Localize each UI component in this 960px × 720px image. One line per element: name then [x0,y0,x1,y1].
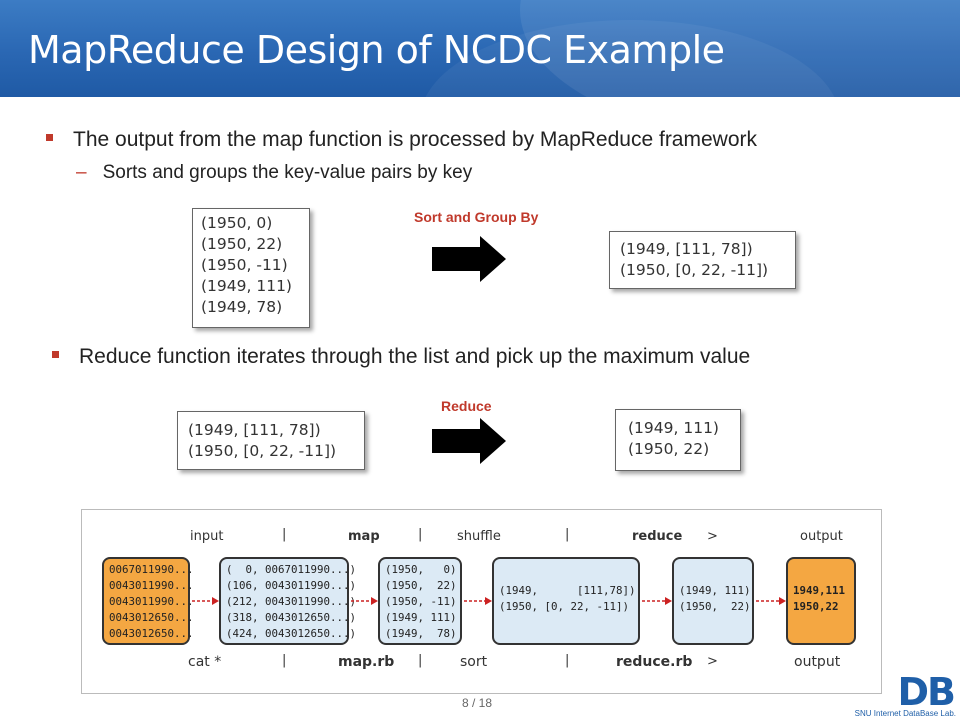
command-label-cat: cat * [188,654,222,670]
record-line: 0043012650... [109,611,194,624]
record-line: (1949, [111,78]) [499,584,636,597]
record-line: (424, 0043012650...) [226,627,357,640]
pair-line: (1950, [0, 22, -11]) [188,442,337,460]
page-number: 8 / 18 [462,696,493,710]
arrowhead-icon [485,597,492,605]
sort-arrow-label: Sort and Group By [414,209,539,225]
pipeline-diagram: input | map | shuffle | reduce > output … [81,509,882,694]
record-line: (106, 0043011990...) [226,579,357,592]
stage-label-reduce: reduce [632,529,683,544]
pair-line: (1949, [111, 78]) [188,421,321,439]
grouped-pairs-box: (1949, [111,78]) (1950, [0, 22, -11]) [492,557,640,645]
pair-line: (1949, [111, 78]) [620,240,753,258]
slide-title: MapReduce Design of NCDC Example [28,28,725,72]
separator: | [418,527,423,542]
record-line: (212, 0043011990...) [226,595,357,608]
record-line: (1950, 22) [679,600,751,613]
pair-line: (1950, 22) [201,235,283,253]
header-decoration [520,0,960,97]
record-line: 0043012650... [109,627,194,640]
record-line: (1950, -11) [385,595,457,608]
separator: > [707,654,718,669]
sub-bullet-sort: –Sorts and groups the key-value pairs by… [76,162,472,184]
record-line: 0043011990... [109,595,194,608]
map-output-box: (1950, 0) (1950, 22) (1950, -11) (1949, … [192,208,310,328]
input-records-box: 0067011990... 0043011990... 0043011990..… [102,557,194,645]
bullet-square-icon [46,133,53,141]
arrowhead-icon [779,597,786,605]
reduce-input-box: (1949, [111, 78]) (1950, [0, 22, -11]) [177,411,365,470]
bullet-text: Reduce function iterates through the lis… [79,345,751,368]
logo-lab-name: SNU Internet DataBase Lab. [854,709,956,718]
reduce-output-box: (1949, 111) (1950, 22) [615,409,741,471]
arrowhead-icon [371,597,378,605]
stage-label-shuffle: shuffle [457,529,501,544]
record-line: (318, 0043012650...) [226,611,357,624]
separator: | [418,653,423,668]
record-line: (1949, 78) [385,627,457,640]
command-label-sort: sort [460,654,488,670]
record-line: (1950, 22) [385,579,457,592]
title-bar: MapReduce Design of NCDC Example [0,0,960,97]
pair-line: (1950, 0) [201,214,273,232]
command-label-output: output [794,654,841,670]
reduce-output-records-box: (1949, 111) (1950, 22) [672,557,754,645]
stage-label-input: input [190,529,224,544]
arrowhead-icon [212,597,219,605]
pair-line: (1950, [0, 22, -11]) [620,261,769,279]
pair-line: (1949, 111) [628,419,719,437]
stage-label-map: map [348,529,380,544]
record-line: (1950, [0, 22, -11]) [499,600,630,613]
record-line: 1949,111 [793,584,846,597]
record-line: 0043011990... [109,579,194,592]
lab-logo: DB SNU Internet DataBase Lab. [848,668,960,720]
bullet-reduce: Reduce function iterates through the lis… [52,345,750,369]
separator: | [565,527,570,542]
record-line: (1950, 0) [385,563,457,576]
separator: > [707,529,718,544]
shuffle-pairs-box: (1950, 0) (1950, 22) (1950, -11) (1949, … [378,557,462,645]
bullet-text: The output from the map function is proc… [73,128,757,151]
stage-label-output: output [800,529,843,544]
pair-line: (1950, 22) [628,440,710,458]
command-label-reduce-rb: reduce.rb [616,654,693,670]
right-arrow-icon [432,236,506,282]
sub-bullet-text: Sorts and groups the key-value pairs by … [102,162,473,183]
logo-letters: DB [897,670,955,714]
right-arrow-icon [432,418,506,464]
grouped-output-box: (1949, [111, 78]) (1950, [0, 22, -11]) [609,231,796,289]
separator: | [282,653,287,668]
record-line: (1949, 111) [385,611,457,624]
separator: | [282,527,287,542]
command-label-map-rb: map.rb [338,654,395,670]
pair-line: (1949, 78) [201,298,283,316]
arrowhead-icon [665,597,672,605]
bullet-square-icon [52,350,59,358]
map-output-records-box: ( 0, 0067011990...) (106, 0043011990...)… [219,557,357,645]
record-line: (1949, 111) [679,584,751,597]
flow-arrows [192,597,786,605]
reduce-arrow-label: Reduce [441,398,492,414]
record-line: 1950,22 [793,600,839,613]
pair-line: (1950, -11) [201,256,288,274]
final-output-box: 1949,111 1950,22 [786,557,856,645]
pair-line: (1949, 111) [201,277,292,295]
dash-icon: – [76,162,87,183]
record-line: ( 0, 0067011990...) [226,563,357,576]
bullet-map-output: The output from the map function is proc… [46,128,757,152]
record-line: 0067011990... [109,563,194,576]
separator: | [565,653,570,668]
